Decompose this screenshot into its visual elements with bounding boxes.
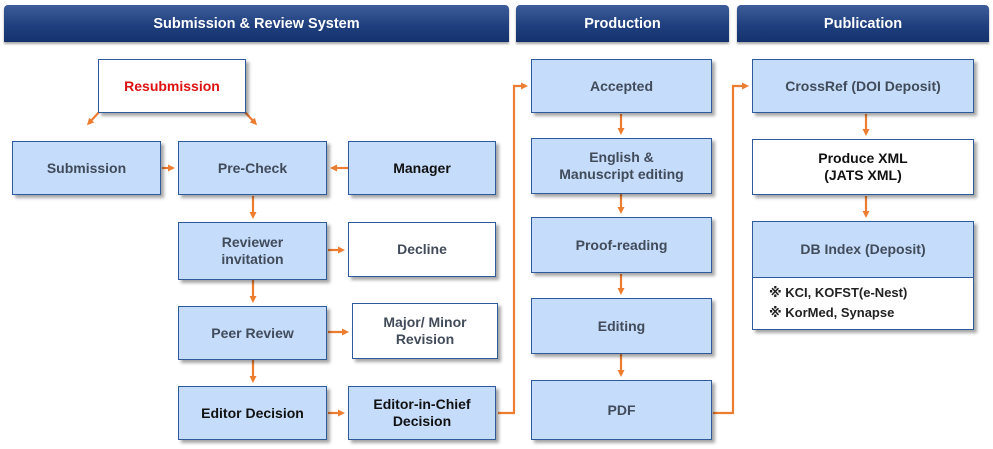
accepted-box: Accepted (531, 59, 712, 113)
english-editing-box: English & Manuscript editing (531, 138, 712, 194)
header-publication: Publication (737, 5, 989, 42)
db-index-note-2: ※ KorMed, Synapse (769, 305, 895, 320)
pdf-box: PDF (531, 380, 712, 440)
produce-xml-box: Produce XML (JATS XML) (752, 139, 974, 195)
db-index-note-1: ※ KCI, KOFST(e-Nest) (769, 285, 908, 300)
precheck-box: Pre-Check (178, 141, 327, 195)
arrow-pdf-to-crossref (713, 82, 749, 415)
db-index-notes: ※ KCI, KOFST(e-Nest) ※ KorMed, Synapse (752, 278, 974, 330)
submission-box: Submission (12, 141, 161, 195)
arrow-resubmission-to-precheck (243, 110, 258, 126)
resubmission-box: Resubmission (98, 59, 246, 113)
reviewer-invitation-box: Reviewer invitation (178, 222, 327, 280)
arrow-eic-to-accepted (498, 82, 528, 415)
header-production: Production (516, 5, 729, 42)
manager-box: Manager (348, 141, 496, 195)
db-index-box: DB Index (Deposit) (752, 221, 974, 278)
header-submission-review: Submission & Review System (4, 5, 509, 42)
editing-box: Editing (531, 298, 712, 354)
major-minor-revision-box: Major/ Minor Revision (352, 303, 498, 359)
crossref-box: CrossRef (DOI Deposit) (752, 59, 974, 113)
arrow-resubmission-to-submission (86, 110, 101, 126)
editor-in-chief-decision-box: Editor-in-Chief Decision (348, 386, 496, 440)
peer-review-box: Peer Review (178, 306, 327, 360)
decline-box: Decline (348, 222, 496, 277)
editor-decision-box: Editor Decision (178, 386, 327, 440)
proofreading-box: Proof-reading (531, 217, 712, 273)
